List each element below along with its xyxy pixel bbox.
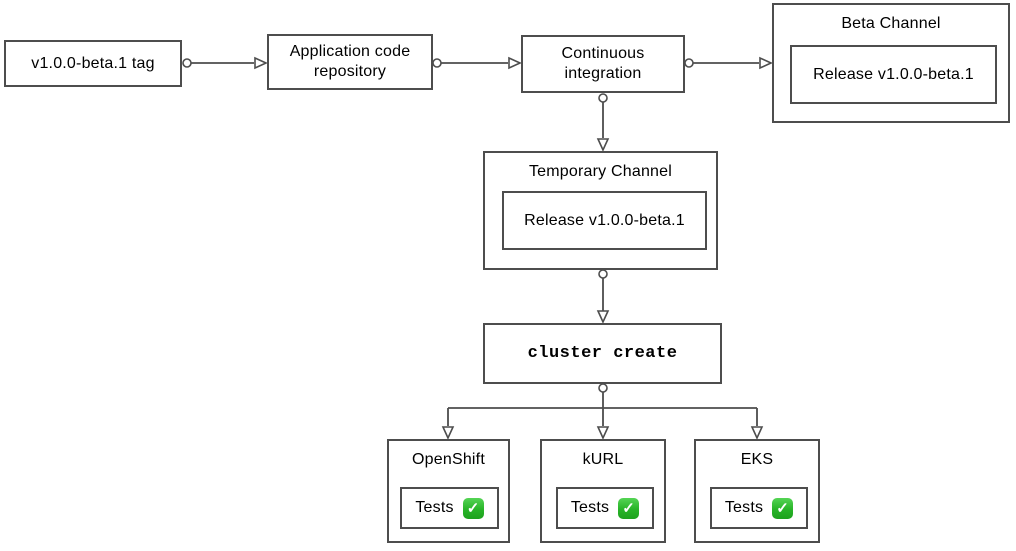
temporary-channel-release-box: Release v1.0.0-beta.1 — [502, 191, 707, 250]
beta-channel-title: Beta Channel — [841, 15, 941, 32]
tests-label: Tests — [570, 499, 610, 516]
edge-source-circle — [598, 93, 608, 103]
beta-channel-release-box: Release v1.0.0-beta.1 — [790, 45, 997, 104]
node-cluster-create: cluster create — [483, 323, 722, 384]
tests-label: Tests — [724, 499, 764, 516]
arrowhead-icon — [254, 56, 268, 70]
edge-source-circle — [432, 58, 442, 68]
edge-source-circle — [598, 269, 608, 279]
node-application-code-repository: Application code repository — [267, 34, 433, 90]
arrowhead-icon — [508, 56, 522, 70]
eks-title: EKS — [740, 451, 774, 468]
arrowhead-icon — [759, 56, 773, 70]
node-label: v1.0.0-beta.1 tag — [31, 54, 155, 72]
node-label: cluster create — [527, 343, 678, 363]
node-label-line1: Continuous — [561, 45, 645, 62]
edge-temporary-channel-to-cluster-create — [596, 269, 610, 324]
edge-tag-to-repo — [182, 56, 268, 70]
node-beta-channel: Beta Channel Release v1.0.0-beta.1 — [772, 3, 1010, 123]
kurl-tests-box: Tests ✓ — [556, 487, 654, 529]
edge-cluster-create-to-clusters — [441, 383, 764, 440]
node-label-line2: integration — [564, 65, 642, 82]
temporary-channel-title: Temporary Channel — [528, 163, 673, 180]
node-kurl: kURL Tests ✓ — [540, 439, 666, 543]
node-temporary-channel: Temporary Channel Release v1.0.0-beta.1 — [483, 151, 718, 270]
edge-ci-to-temporary-channel — [596, 93, 610, 152]
openshift-tests-box: Tests ✓ — [400, 487, 499, 529]
openshift-title: OpenShift — [412, 451, 485, 468]
node-label-line2: repository — [313, 63, 387, 80]
release-label: Release v1.0.0-beta.1 — [524, 211, 685, 229]
edge-source-circle — [598, 383, 608, 393]
check-icon: ✓ — [462, 497, 484, 519]
edge-ci-to-beta-channel — [684, 56, 773, 70]
node-version-tag: v1.0.0-beta.1 tag — [4, 40, 182, 87]
arrowhead-icon — [750, 426, 764, 440]
arrowhead-icon — [596, 310, 610, 324]
check-icon: ✓ — [772, 497, 794, 519]
node-openshift: OpenShift Tests ✓ — [387, 439, 510, 543]
arrowhead-icon — [441, 426, 455, 440]
kurl-title: kURL — [582, 451, 624, 468]
release-label: Release v1.0.0-beta.1 — [813, 65, 974, 83]
edge-repo-to-ci — [432, 56, 522, 70]
node-label-line1: Application code — [289, 43, 411, 60]
check-icon: ✓ — [618, 497, 640, 519]
edge-source-circle — [182, 58, 192, 68]
node-eks: EKS Tests ✓ — [694, 439, 820, 543]
tests-label: Tests — [415, 499, 454, 516]
edge-source-circle — [684, 58, 694, 68]
arrowhead-icon — [596, 426, 610, 440]
eks-tests-box: Tests ✓ — [710, 487, 808, 529]
node-continuous-integration: Continuous integration — [521, 35, 685, 93]
arrowhead-icon — [596, 138, 610, 152]
